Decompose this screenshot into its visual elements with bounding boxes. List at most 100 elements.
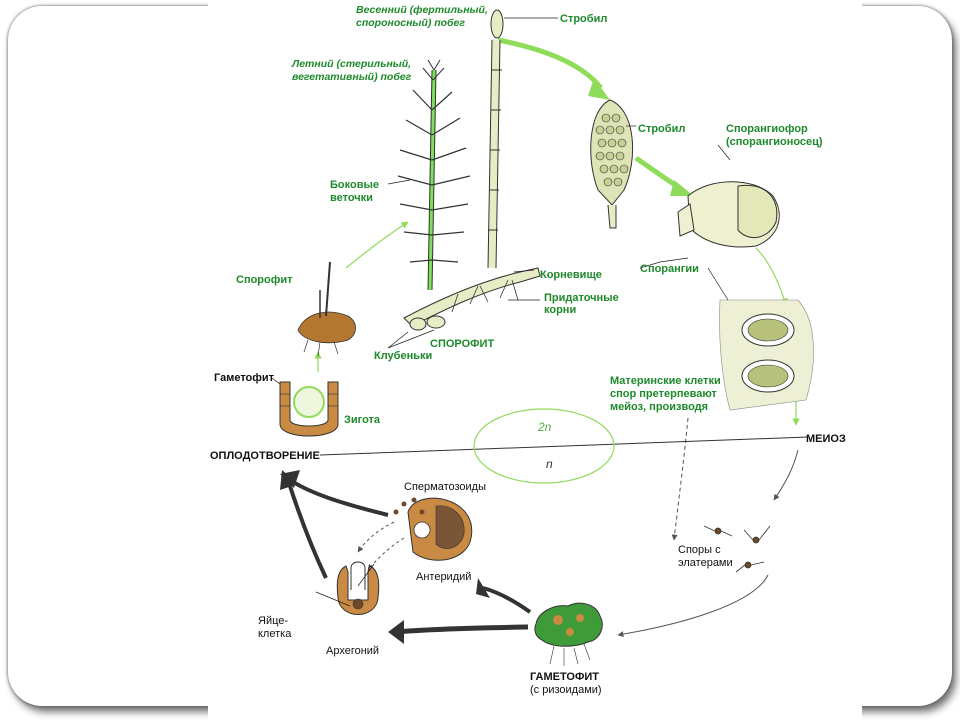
arrow-strobil-to-cone-head [588,78,610,100]
label-summer-shoot: Летний (стерильный, [291,58,411,70]
leader-lines [271,17,731,607]
label-egg-cell: Яйце- [258,615,288,627]
arrow-gametophyte-to-archegonium-head [388,620,404,644]
cone-stalk [607,204,617,229]
label-gametophyte-top: Гаметофит [214,372,275,384]
summer-stem-fill [428,69,436,291]
young-shoot-1 [325,261,331,317]
label-sporangiophore-2: (спорангионосец) [726,136,823,148]
gametophyte-rhizoids [534,602,603,666]
top-strobil [490,9,504,39]
label-gametophyte-caps-2: (с ризоидами) [530,684,602,696]
arrow-small-to-mature-sporophyte [345,221,409,269]
arrow-sporangiophore-to-sporangia [755,247,788,306]
zygote-cell [293,386,325,418]
young-sporophyte-soil [297,311,356,344]
tuber-1 [409,317,427,331]
ploidy-divider [319,408,809,484]
gametophyte-cup-cells [280,393,338,407]
antheridium [393,497,473,561]
archegonium [336,561,380,615]
arrow-meiosis-to-spores [773,449,799,501]
antheridium-opening [413,521,431,539]
archegonium-neck [350,561,366,590]
antheridium-chamber [435,505,465,549]
label-ploidy-n: n [546,457,553,471]
life-cycle-diagram: Весенний (фертильный, спороносный) побег… [210,4,846,696]
gametophyte-thallus [534,602,603,647]
label-side-branches: Боковые [330,179,379,191]
label-spermatozoids: Сперматозоиды [404,481,486,493]
gametophyte-zygote [279,381,339,437]
young-sporophyte [297,261,356,357]
arrow-gametophyte-to-antheridium [482,586,532,614]
label-adventitious-roots: Придаточные [544,292,619,304]
egg-cell [352,598,364,610]
arrow-spores-to-gametophyte [617,574,769,638]
label-archegonium: Архегоний [326,645,379,657]
sporangiophore-shield [737,184,778,238]
label-zygote: Зигота [344,414,381,426]
spores-with-elaters [703,525,771,573]
label-spring-shoot: Весенний (фертильный, [356,4,488,16]
spring-stem-nodes [488,69,502,231]
spermatozoids [393,497,425,515]
rhizoids [549,643,591,666]
label-sporophyte-caps: СПОРОФИТ [430,338,494,350]
spring-stem-fill [488,39,500,269]
label-spring-shoot-2: спороносный) побег [356,17,465,29]
arrow-archegonium-to-fertilization [286,479,328,579]
archegonium-body [336,565,380,615]
label-egg-cell-2: клетка [258,628,292,640]
label-gametophyte-caps: ГАМЕТОФИТ [530,671,599,683]
label-tubers: Клубеньки [374,350,432,362]
arrow-antheridium-to-fertilization-head [280,470,300,488]
label-adventitious-roots-2: корни [544,304,576,316]
arrow-sperm-dashed-1 [357,521,395,553]
label-strobil-mid: Стробил [638,123,685,135]
label-summer-shoot-2: вегетативный) побег [292,71,412,83]
label-spores-2: элатерами [678,557,733,569]
arrow-strobil-to-cone [497,37,603,90]
label-sporophyte-small: Спорофит [236,274,293,286]
gametophyte-cup [279,381,339,437]
label-spores: Споры с [678,544,721,556]
label-sporangiophore: Спорангиофор [726,123,808,135]
label-ploidy-2n: 2n [537,420,552,434]
arrow-gametophyte-to-archegonium [395,624,529,635]
label-meiosis: МЕИОЗ [806,433,846,445]
arrow-cone-to-sporangiophore-head [670,180,694,196]
sporangium-upper-spores [747,318,789,342]
labels: Весенний (фертильный, спороносный) побег… [210,4,846,696]
strobil-cone [590,99,634,229]
label-antheridium: Антеридий [416,571,471,583]
cone-scales [595,113,629,187]
rhizome [403,267,541,327]
summer-stem-tip [422,59,445,81]
label-mother-cells-3: мейоз, производя [610,401,708,413]
arrow-gametophyte-to-antheridium-head [476,578,490,598]
adventitious-roots [451,279,519,313]
label-side-branches-2: веточки [330,192,373,204]
arrow-antheridium-to-fertilization [288,478,389,517]
label-rhizome: Корневище [540,269,602,281]
young-roots [303,339,339,357]
life-cycle-figure: Весенний (фертильный, спороносный) побег… [208,0,862,720]
sporangium-lower-spores [747,364,789,388]
label-mother-cells-2: спор претерпевают [610,388,717,400]
label-strobil-top: Стробил [560,13,607,25]
label-sporangia: Спорангии [640,263,699,275]
arrow-mother-cells-dashed [671,417,689,541]
ploidy-ellipse [473,408,615,484]
tuber-2 [426,315,446,329]
sporangiophore [677,181,780,248]
mature-sporophyte [397,9,541,331]
sporangia-section [719,299,814,411]
label-mother-cells: Материнские клетки [610,375,721,387]
gametophyte-thallus-patches [553,614,584,636]
sporangiophore-stalk [677,203,695,237]
label-fertilization: ОПЛОДОТВОРЕНИЕ [210,450,320,462]
divider-line [319,436,809,456]
side-branches [397,89,471,263]
